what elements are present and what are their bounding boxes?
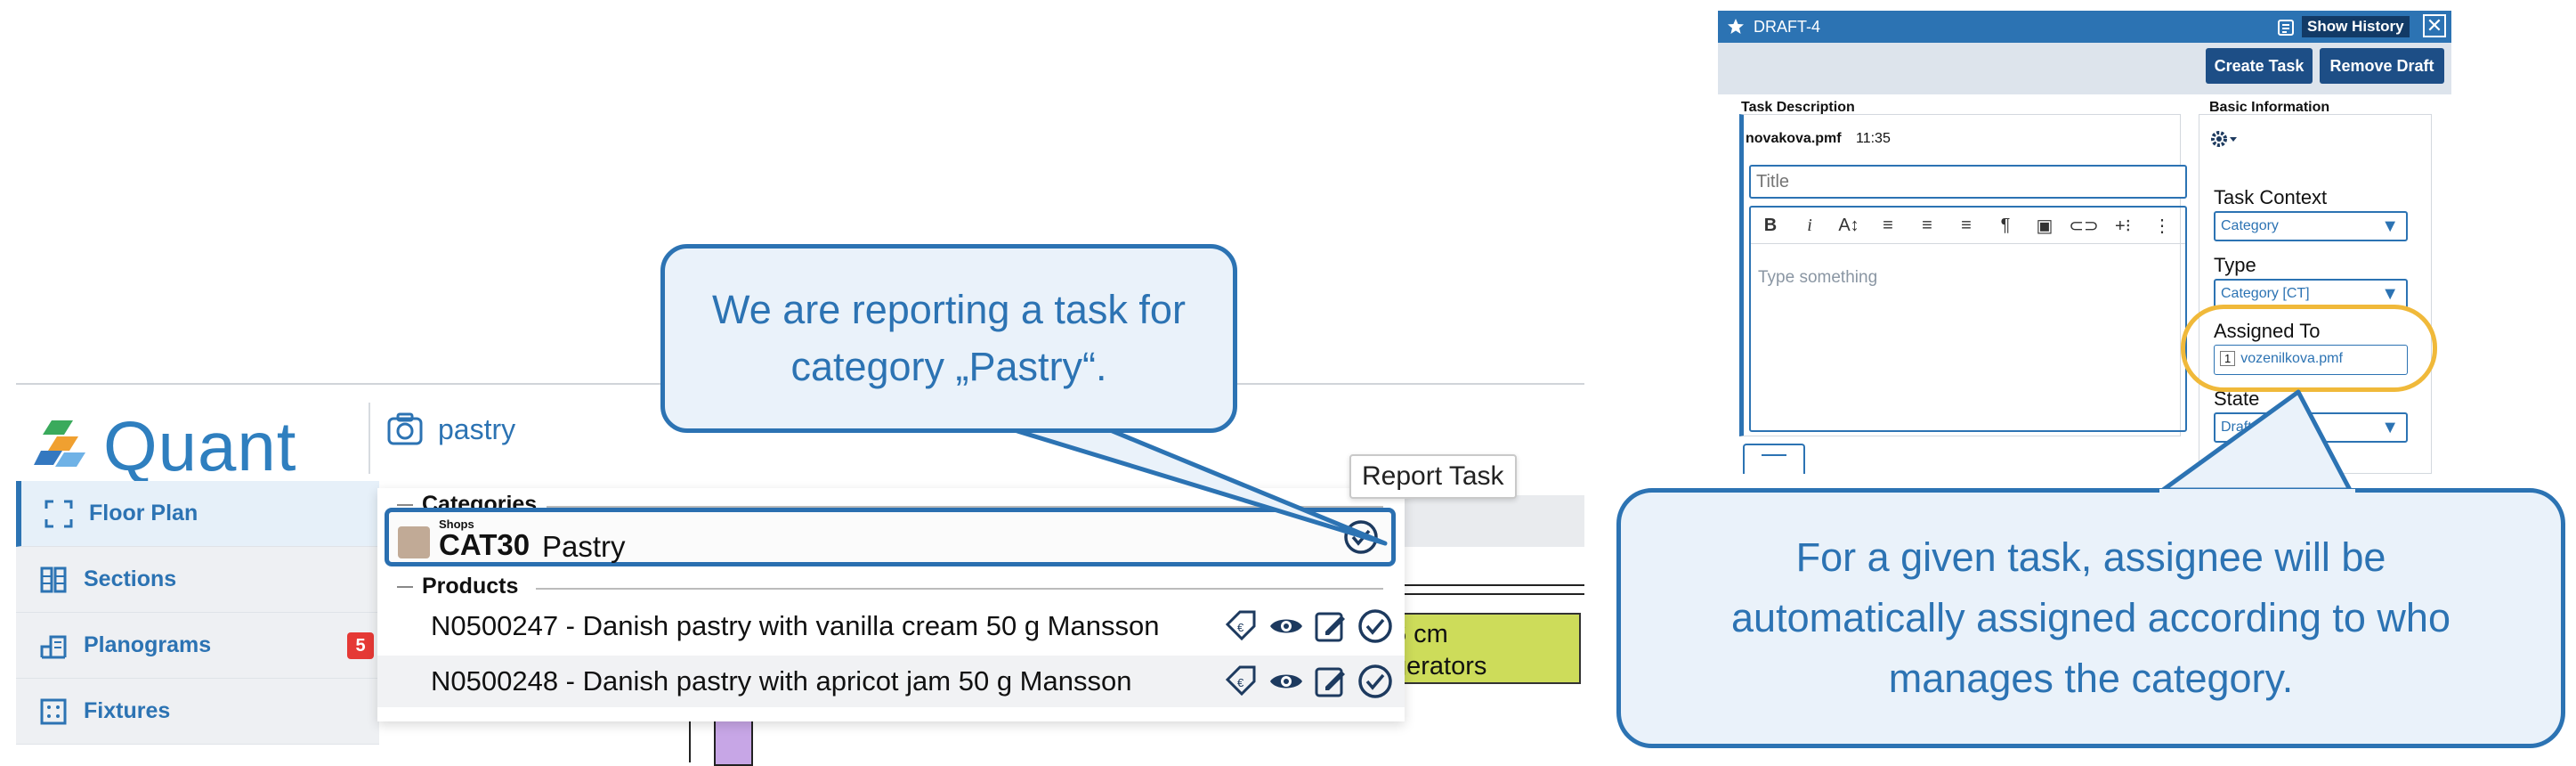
author-time: 11:35 [1856, 131, 1891, 146]
callout-auto-assignee: For a given task, assignee will be autom… [1616, 488, 2565, 748]
show-history-button[interactable]: Show History [2302, 16, 2410, 37]
close-icon[interactable]: ✕ [2423, 14, 2446, 37]
remove-draft-button[interactable]: Remove Draft [2320, 48, 2444, 84]
more-options-icon[interactable]: ⋮ [2153, 216, 2171, 236]
product-label: N0500248 - Danish pastry with apricot ja… [431, 665, 1132, 697]
search-input[interactable] [436, 412, 707, 447]
view-eye-icon[interactable] [1268, 663, 1305, 700]
sidebar: Floor Plan Sections Planograms 5 Fixture… [16, 481, 379, 745]
task-title-input[interactable] [1749, 165, 2187, 199]
editor-placeholder: Type something [1758, 268, 1878, 287]
category-result-row[interactable]: Shops CAT30 Pastry [385, 508, 1396, 566]
callout1-text: We are reporting a task for category „Pa… [712, 287, 1186, 389]
history-icon[interactable] [2277, 18, 2297, 37]
report-task-icon[interactable] [1357, 663, 1394, 700]
task-context-label: Task Context [2214, 186, 2328, 208]
sidebar-item-sections[interactable]: Sections [16, 547, 379, 613]
create-task-button[interactable]: Create Task [2206, 48, 2313, 84]
task-panel: DRAFT-4 Show History ✕ Create Task Remov… [1718, 11, 2451, 474]
task-panel-header: DRAFT-4 Show History ✕ [1718, 11, 2451, 43]
camera-icon[interactable] [386, 412, 424, 447]
task-description-label: Task Description [1741, 100, 1855, 115]
svg-text:€: € [1237, 676, 1244, 689]
image-icon[interactable]: ▣ [2036, 216, 2054, 236]
align-right-icon[interactable]: ≡ [1961, 215, 1972, 235]
chevron-down-icon: ▼ [2381, 284, 2399, 304]
gear-icon[interactable] [2210, 129, 2240, 149]
bold-icon[interactable]: B [1763, 215, 1778, 235]
floor-plan-line [689, 713, 691, 762]
italic-icon[interactable]: i [1807, 215, 1812, 235]
category-name: Pastry [542, 530, 626, 563]
planograms-icon [36, 628, 71, 664]
callout2-pointer-joint [2159, 489, 2355, 498]
section-rule [536, 588, 1383, 590]
insert-icon[interactable]: +⁝ [2114, 216, 2132, 236]
sidebar-item-fixtures[interactable]: Fixtures [16, 679, 379, 745]
rich-text-editor[interactable]: B i A↕ ≡ ≡ ≡ ¶ ▣ ⊂⊃ +⁝ ⋮ Type something [1749, 206, 2187, 432]
font-size-icon[interactable]: A↕ [1838, 215, 1859, 235]
sidebar-item-planograms[interactable]: Planograms 5 [16, 613, 379, 679]
author-name: novakova.pmf [1746, 131, 1842, 146]
view-eye-icon[interactable] [1268, 607, 1305, 645]
app-logo[interactable]: Quant [34, 406, 296, 487]
sidebar-item-label: Planograms [84, 632, 212, 657]
report-task-icon[interactable] [1357, 607, 1394, 645]
quant-logo-icon [34, 420, 85, 467]
category-color-swatch [398, 526, 430, 558]
products-header: Products [397, 574, 518, 599]
fixture-label: gerators [1392, 652, 1487, 680]
task-panel-title: DRAFT-4 [1754, 18, 1821, 36]
logo-text: Quant [103, 407, 297, 485]
sidebar-item-label: Fixtures [84, 698, 171, 723]
price-tag-icon[interactable]: € [1223, 663, 1260, 700]
task-description-box: novakova.pmf 11:35 B i A↕ ≡ ≡ ≡ ¶ ▣ ⊂⊃ +… [1739, 114, 2187, 436]
svg-text:€: € [1237, 621, 1244, 634]
fixture-label: 6 cm [1392, 620, 1448, 648]
star-icon[interactable] [1727, 18, 1745, 36]
link-icon[interactable]: ⊂⊃ [2069, 216, 2099, 236]
report-task-tooltip: Report Task [1349, 454, 1517, 499]
section-rule [547, 506, 1383, 508]
type-label: Type [2214, 254, 2256, 276]
floor-plan-icon [41, 496, 77, 532]
align-center-icon[interactable]: ≡ [1922, 215, 1932, 235]
product-result-row[interactable]: N0500247 - Danish pastry with vanilla cr… [377, 600, 1405, 652]
category-code: CAT30 [439, 528, 531, 561]
product-result-row[interactable]: N0500248 - Danish pastry with apricot ja… [377, 656, 1405, 707]
floor-plan-fixture[interactable]: 6 cm gerators [1383, 613, 1581, 684]
chevron-down-icon: ▼ [2381, 418, 2399, 437]
search-area[interactable] [386, 412, 707, 447]
sections-icon [36, 562, 71, 598]
product-label: N0500247 - Danish pastry with vanilla cr… [431, 610, 1160, 641]
sidebar-item-label: Floor Plan [89, 501, 198, 526]
align-left-icon[interactable]: ≡ [1883, 215, 1893, 235]
logo-divider [369, 403, 370, 474]
collapse-handle[interactable] [1743, 444, 1805, 474]
floor-plan-fixture[interactable] [714, 718, 753, 766]
sidebar-item-label: Sections [84, 566, 177, 591]
category-sub-label: Shops [439, 517, 474, 531]
task-context-select[interactable]: Category▼ [2214, 211, 2408, 241]
price-tag-icon[interactable]: € [1223, 607, 1260, 645]
callout-task-for-category: We are reporting a task for category „Pa… [660, 244, 1237, 433]
editor-toolbar: B i A↕ ≡ ≡ ≡ ¶ ▣ ⊂⊃ +⁝ ⋮ [1751, 208, 2185, 244]
callout2-pointer [2160, 389, 2353, 493]
paragraph-icon[interactable]: ¶ [2000, 215, 2011, 235]
edit-icon[interactable] [1312, 607, 1349, 645]
planograms-badge: 5 [347, 632, 374, 659]
assigned-to-label: Assigned To [2214, 320, 2321, 342]
assignee-highlight-ring [2181, 305, 2437, 392]
edit-icon[interactable] [1312, 663, 1349, 700]
fixtures-icon [36, 694, 71, 729]
search-results-dropdown: Categories Shops CAT30 Pastry Products N… [377, 488, 1405, 721]
basic-information-label: Basic Information [2209, 100, 2330, 115]
callout1-pointer [1003, 425, 1388, 546]
left-app: Quant Floor Plan Sections Planogram [16, 383, 1584, 766]
sidebar-item-floor-plan[interactable]: Floor Plan [16, 481, 379, 547]
callout2-text: For a given task, assignee will be autom… [1731, 534, 2450, 701]
chevron-down-icon: ▼ [2381, 216, 2399, 236]
